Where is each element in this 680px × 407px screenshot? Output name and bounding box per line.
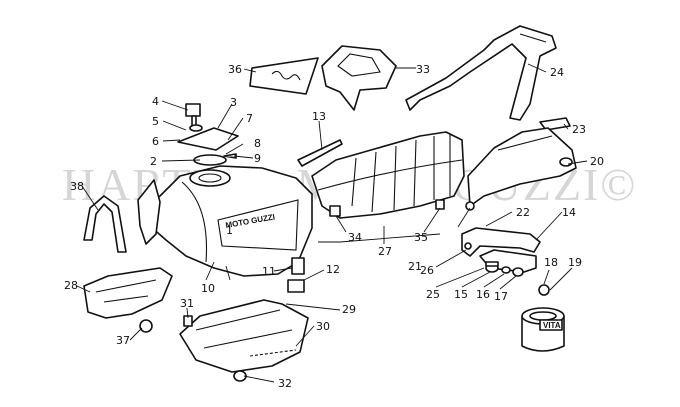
callout-14: 14 [562,206,576,219]
part-seat-strap [297,139,343,167]
part-side-panel [179,299,309,382]
callout-1: 1 [226,224,233,237]
part-seat-hook-right [435,199,445,210]
callout-11: 11 [262,265,276,278]
part-grab-rail [405,25,557,121]
can-label-text: VITA [543,321,561,330]
callout-25: 25 [426,288,440,301]
callout-26: 26 [420,264,434,277]
part-seat-hook-left [329,205,341,217]
part-filler-cap [177,103,239,166]
callout-3: 3 [230,96,237,109]
callout-numbers: 1 2 3 4 5 6 7 8 9 10 11 12 13 14 15 16 1… [64,63,604,390]
callout-18: 18 [544,256,558,269]
leader-lines [76,63,588,383]
part-seat [311,131,465,219]
callout-16: 16 [476,288,490,301]
callout-36: 36 [228,63,242,76]
part-fuel-tank: MOTO GUZZI [145,165,313,277]
part-tank-bracket [137,179,161,245]
part-tank-pad [249,57,319,95]
callout-6: 6 [152,135,159,148]
callout-19: 19 [568,256,582,269]
part-seat-bracket [461,227,541,273]
callout-10: 10 [201,282,215,295]
callout-38: 38 [70,180,84,193]
callout-15: 15 [454,288,468,301]
callout-37: 37 [116,334,130,347]
part-fuel-tap [287,257,305,293]
callout-35: 35 [414,231,428,244]
callout-31: 31 [180,297,194,310]
callout-22: 22 [516,206,530,219]
callout-4: 4 [152,95,159,108]
callout-2: 2 [150,155,157,168]
part-tail-unit [467,127,577,207]
callout-23: 23 [572,123,586,136]
part-tail-strip [539,117,571,131]
callout-5: 5 [152,115,159,128]
callout-33: 33 [416,63,430,76]
callout-21: 21 [408,260,422,273]
callout-29: 29 [342,303,356,316]
callout-17: 17 [494,290,508,303]
callout-34: 34 [348,231,362,244]
part-battery-cover [83,267,173,333]
callout-13: 13 [312,110,326,123]
callout-24: 24 [550,66,564,79]
part-bolt-21 [465,201,475,211]
part-vita-can: VITA [521,307,565,352]
callout-27: 27 [378,245,392,258]
callout-7: 7 [246,112,253,125]
part-hardware [485,261,550,296]
part-tail-insert [321,45,397,111]
part-rubber-hoop [83,195,127,253]
callout-32: 32 [278,377,292,390]
callout-8: 8 [254,137,261,150]
callout-30: 30 [316,320,330,333]
callout-12: 12 [326,263,340,276]
callout-9: 9 [254,152,261,165]
callout-28: 28 [64,279,78,292]
callout-20: 20 [590,155,604,168]
